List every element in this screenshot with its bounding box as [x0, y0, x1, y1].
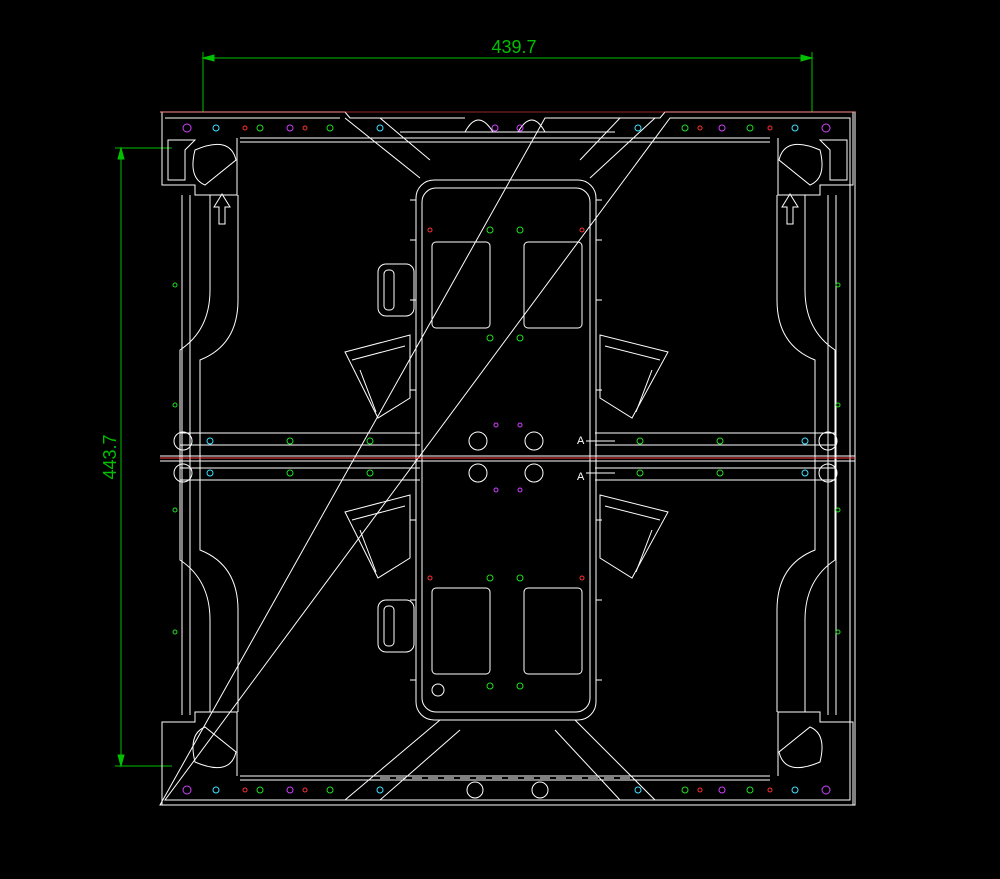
section-markers [586, 440, 615, 474]
width-dimension [201, 52, 814, 112]
mounting-holes [172, 123, 841, 795]
cabinet-outline [159, 111, 856, 806]
center-lines [160, 111, 855, 459]
height-dimension [115, 146, 172, 768]
height-dimension-label: 443.7 [100, 434, 120, 479]
section-marker-bottom: A [577, 471, 585, 483]
width-dimension-label: 439.7 [491, 37, 536, 57]
section-marker-top: A [577, 435, 585, 447]
